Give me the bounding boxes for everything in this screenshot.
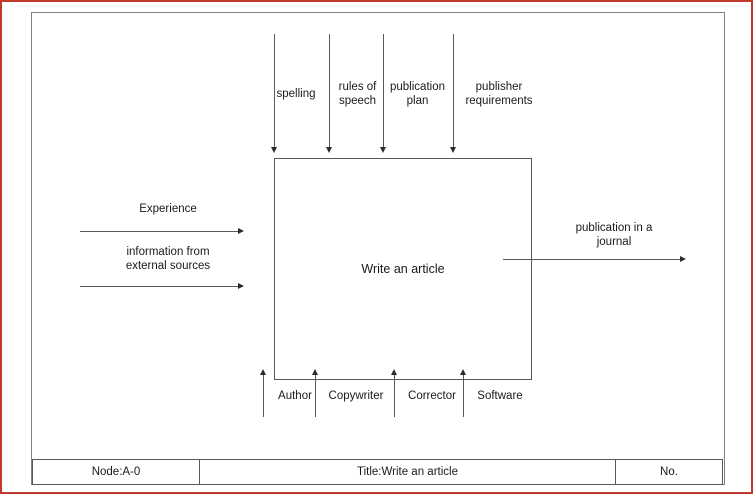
activity-box-label: Write an article bbox=[361, 262, 445, 276]
title-block-node-cell[interactable]: Node:A-0 bbox=[32, 459, 200, 485]
mechanism-arrow-line-software bbox=[463, 375, 464, 417]
control-label-spelling: spelling bbox=[276, 88, 316, 100]
input-label-experience: Experience bbox=[139, 203, 197, 215]
mechanism-label-software: Software bbox=[477, 390, 523, 402]
mechanism-label-copywriter: Copywriter bbox=[328, 390, 384, 402]
mechanism-arrowhead-software bbox=[460, 369, 466, 375]
mechanism-arrowhead-author bbox=[260, 369, 266, 375]
control-arrow-line-rules-of-speech bbox=[329, 34, 330, 148]
control-arrowhead-publisher-requirements bbox=[450, 147, 456, 153]
mechanism-label-author: Author bbox=[278, 390, 312, 402]
mechanism-arrowhead-copywriter bbox=[312, 369, 318, 375]
mechanism-label-corrector: Corrector bbox=[408, 390, 456, 402]
control-label-rules-of-speech: rules of speech bbox=[338, 81, 377, 107]
input-arrow-line-experience bbox=[80, 231, 239, 232]
title-block-number-cell[interactable]: No. bbox=[615, 459, 723, 485]
input-arrow-line-information-from-external-sources bbox=[80, 286, 239, 287]
control-arrowhead-publication-plan bbox=[380, 147, 386, 153]
mechanism-arrow-line-author bbox=[263, 375, 264, 417]
title-block: Node:A-0 Title:Write an article No. bbox=[32, 459, 724, 485]
control-label-publication-plan: publication plan bbox=[390, 81, 445, 107]
input-arrowhead-experience bbox=[238, 228, 244, 234]
output-arrowhead-publication-in-a-journal bbox=[680, 256, 686, 262]
title-block-title-cell[interactable]: Title:Write an article bbox=[199, 459, 616, 485]
output-label-publication-in-a-journal: publication in a journal bbox=[575, 222, 653, 248]
output-arrow-line-publication-in-a-journal bbox=[503, 259, 680, 260]
input-label-information-from-external-sources: information from external sources bbox=[125, 246, 211, 272]
control-arrow-line-publication-plan bbox=[383, 34, 384, 148]
control-arrowhead-rules-of-speech bbox=[326, 147, 332, 153]
input-arrowhead-information-from-external-sources bbox=[238, 283, 244, 289]
mechanism-arrowhead-corrector bbox=[391, 369, 397, 375]
mechanism-arrow-line-corrector bbox=[394, 375, 395, 417]
control-arrowhead-spelling bbox=[271, 147, 277, 153]
mechanism-arrow-line-copywriter bbox=[315, 375, 316, 417]
control-arrow-line-spelling bbox=[274, 34, 275, 148]
control-arrow-line-publisher-requirements bbox=[453, 34, 454, 148]
activity-box[interactable]: Write an article bbox=[274, 158, 532, 380]
control-label-publisher-requirements: publisher requirements bbox=[465, 81, 533, 107]
diagram-frame: Write an article spelling rules of speec… bbox=[31, 12, 725, 485]
